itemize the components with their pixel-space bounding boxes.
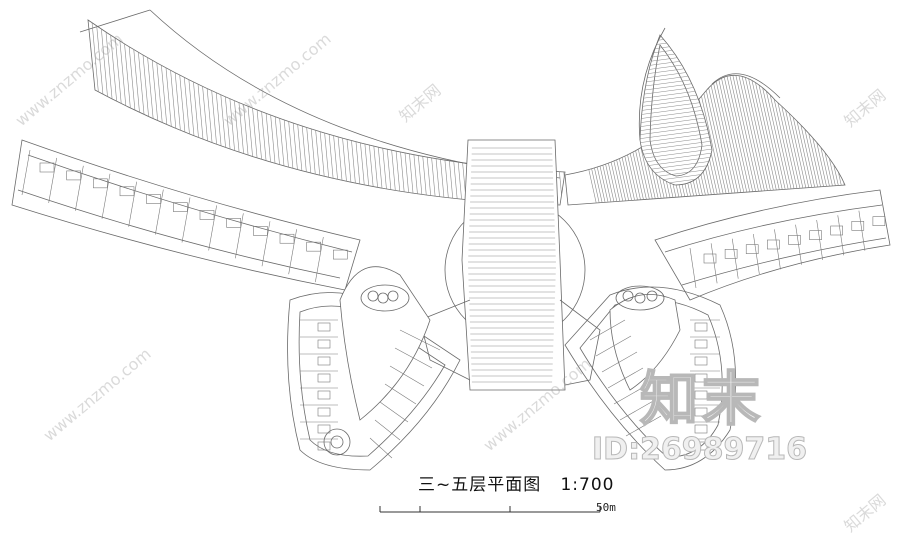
drawing-title: 三~五层平面图 [418, 475, 542, 495]
right-roof-wing [564, 27, 846, 206]
left-room-wing [11, 139, 361, 291]
watermark-brand-large: 知末 [639, 364, 765, 434]
drawing-scale-ratio: 1:700 [560, 475, 615, 495]
left-lower-block [287, 266, 461, 471]
scale-bar-label: 50m [596, 501, 616, 514]
central-tower [419, 139, 601, 391]
scale-bar [379, 506, 601, 513]
right-lower-block [564, 285, 736, 471]
right-room-wing [654, 189, 891, 301]
watermark-id: ID:26989716 [591, 432, 808, 468]
drawing-caption: 三~五层平面图 1:700 [418, 470, 614, 495]
